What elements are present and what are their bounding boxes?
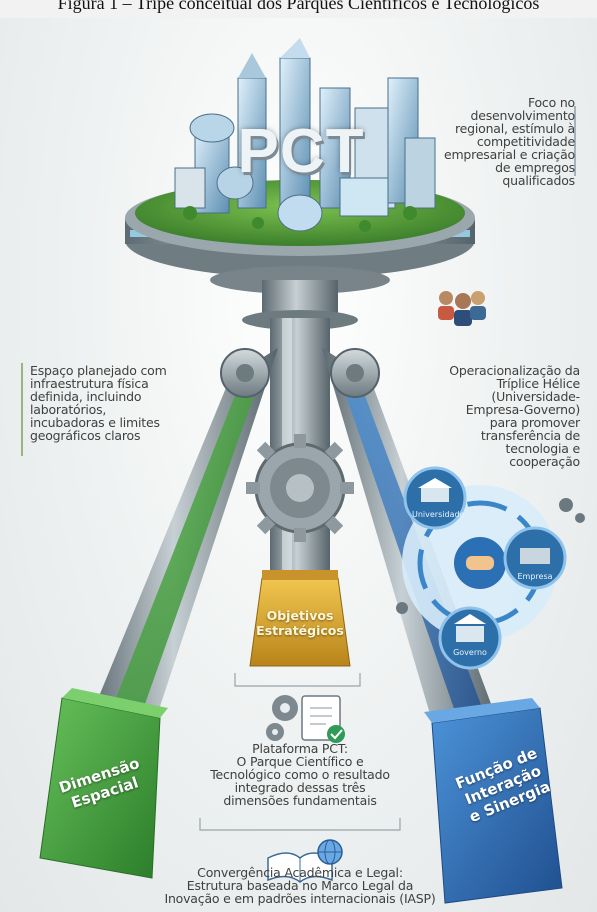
objectives-label: Objetivos Estratégicos <box>256 608 344 638</box>
gear-ring <box>246 434 354 542</box>
pct-title: PCT <box>237 117 365 186</box>
helix-node-governo: Governo <box>453 648 487 657</box>
tripod-artwork <box>21 38 585 904</box>
platform-pct-text: Plataforma PCT: O Parque Científico e Te… <box>210 741 390 808</box>
spatial-description-text: Espaço planejado com infraestrutura físi… <box>30 363 167 443</box>
helix-node-universidade: Universidade <box>412 510 465 519</box>
tripod-illustration: PCT Foco no desenvolvimento regional, es… <box>0 18 597 912</box>
regional-focus-text: Foco no desenvolvimento regional, estímu… <box>443 95 575 188</box>
people-icon <box>438 291 486 326</box>
figure-caption: Figura 1 – Tripé conceitual dos Parques … <box>57 0 540 13</box>
helix-description-text: Operacionalização da Tríplice Hélice (Un… <box>449 363 580 469</box>
book-globe-icon <box>267 839 343 883</box>
document-gear-icon <box>266 695 345 743</box>
city-skyline <box>174 38 436 232</box>
helix-node-empresa: Empresa <box>517 572 553 581</box>
triple-helix-diagram <box>396 466 585 670</box>
academic-legal-text: Convergência Acadêmica e Legal: Estrutur… <box>164 865 436 906</box>
